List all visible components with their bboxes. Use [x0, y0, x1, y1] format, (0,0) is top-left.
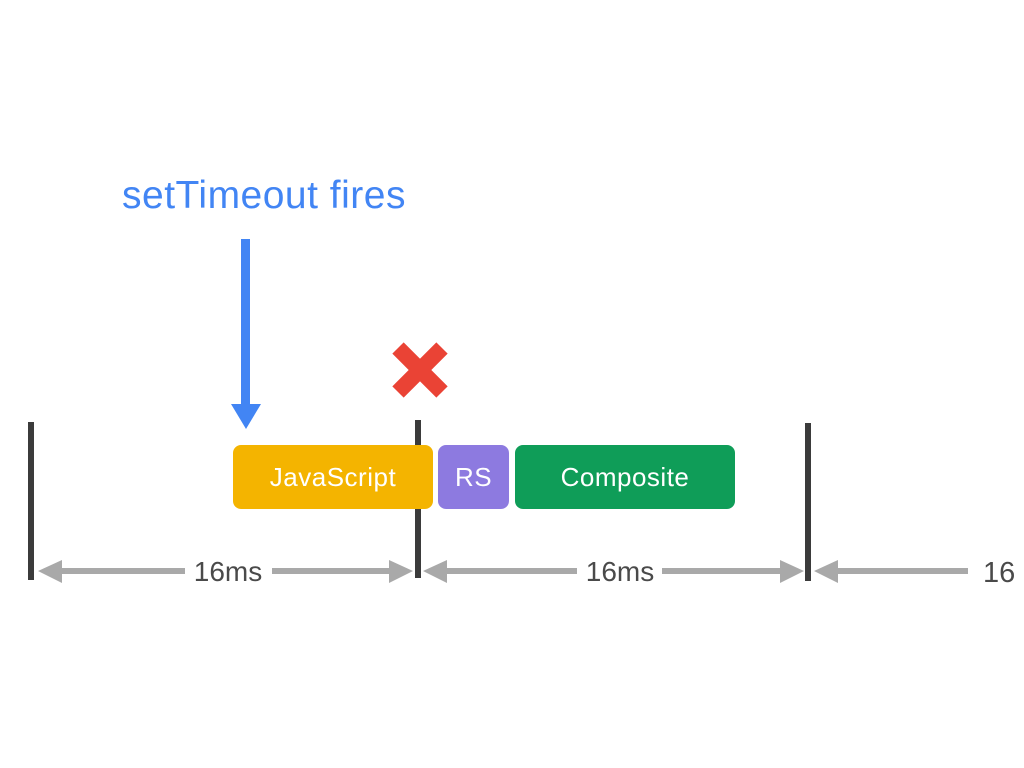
measure-arrowhead-left-3 [814, 560, 838, 583]
down-arrow-head-icon [231, 404, 261, 429]
measure-shaft [62, 568, 185, 574]
frame-duration-label-3: 16 [983, 558, 1016, 586]
frame-boundary-1 [28, 422, 34, 580]
measure-shaft [838, 568, 968, 574]
down-arrow-icon [241, 239, 250, 405]
settimeout-fires-label: setTimeout fires [122, 174, 406, 217]
measure-shaft [447, 568, 577, 574]
x-stroke [392, 342, 448, 398]
frame-duration-label-1: 16ms [193, 556, 263, 587]
measure-shaft [662, 568, 780, 574]
measure-arrowhead-right-1 [389, 560, 413, 583]
task-composite: Composite [515, 445, 735, 509]
measure-arrowhead-left-1 [38, 560, 62, 583]
measure-arrowhead-right-2 [780, 560, 804, 583]
measure-shaft [272, 568, 389, 574]
frame-duration-label-2: 16ms [585, 556, 655, 587]
measure-arrowhead-left-2 [423, 560, 447, 583]
missed-frame-x-icon [392, 342, 448, 398]
task-javascript: JavaScript [233, 445, 433, 509]
task-rs: RS [438, 445, 509, 509]
frame-boundary-3 [805, 423, 811, 581]
